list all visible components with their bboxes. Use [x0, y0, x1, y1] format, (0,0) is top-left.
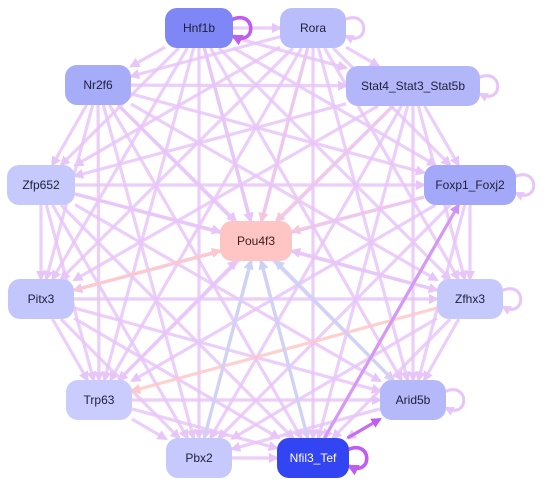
- edge-Pbx2-to-Pou4f3: [202, 259, 254, 439]
- edge-Trp63-to-Nfil3_Tef: [131, 407, 279, 452]
- edge-Pitx3-to-Trp63: [51, 318, 89, 382]
- node-box: [346, 66, 480, 106]
- node-Trp63[interactable]: Trp63: [66, 380, 132, 420]
- edge-Foxp1_Foxj2-to-Trp63: [130, 203, 437, 383]
- node-label: Rora: [300, 21, 326, 35]
- node-box: [437, 279, 503, 319]
- node-box: [8, 279, 74, 319]
- node-Arid5b[interactable]: Arid5b: [380, 380, 446, 420]
- node-label: Trp63: [84, 393, 115, 407]
- self-loop-Hnf1b: [230, 16, 253, 46]
- node-label: Stat4_Stat3_Stat5b: [361, 79, 465, 93]
- edge-Nr2f6-to-Foxp1_Foxj2: [130, 92, 426, 176]
- node-label: Pitx3: [28, 292, 55, 306]
- edge-Nr2f6-to-Zfp652: [51, 104, 88, 167]
- node-box: [280, 8, 346, 48]
- node-Zfhx3[interactable]: Zfhx3: [437, 279, 503, 319]
- edge-Zfhx3-to-Pbx2: [230, 316, 438, 441]
- node-Zfp652[interactable]: Zfp652: [7, 165, 75, 205]
- node-box: [7, 165, 75, 205]
- node-Rora[interactable]: Rora: [280, 8, 346, 48]
- node-box: [220, 221, 292, 261]
- node-Foxp1_Foxj2[interactable]: Foxp1_Foxj2: [424, 165, 516, 205]
- edge-Nfil3_Tef-to-Arid5b: [346, 417, 382, 440]
- edge-Stat4_Stat3_Stat5b-to-Pitx3: [72, 104, 379, 282]
- node-label: Foxp1_Foxj2: [435, 178, 505, 192]
- edge-Nfil3_Tef-to-Pou4f3: [258, 259, 310, 439]
- self-loop-Stat4_Stat3_Stat5b: [477, 74, 500, 102]
- edge-Stat4_Stat3_Stat5b-to-Pbx2: [209, 105, 403, 440]
- node-Hnf1b[interactable]: Hnf1b: [165, 8, 233, 48]
- node-Pbx2[interactable]: Pbx2: [166, 438, 232, 478]
- node-Pou4f3[interactable]: Pou4f3: [220, 221, 292, 261]
- edge-Nfil3_Tef-to-Foxp1_Foxj2: [323, 203, 460, 439]
- node-box: [380, 380, 446, 420]
- edge-Nr2f6-to-Zfhx3: [130, 102, 439, 282]
- edge-Rora-to-Stat4_Stat3_Stat5b: [345, 45, 381, 68]
- edge-Hnf1b-to-Nr2f6: [129, 45, 166, 68]
- self-loop-Rora: [343, 16, 366, 44]
- edge-Hnf1b-to-Pou4f3: [202, 47, 254, 223]
- node-label: Nr2f6: [83, 78, 113, 92]
- node-Nfil3_Tef[interactable]: Nfil3_Tef: [277, 438, 349, 478]
- self-loops-layer: [230, 16, 536, 476]
- self-loop-Nfil3_Tef: [346, 446, 369, 476]
- self-loop-Zfhx3: [500, 287, 523, 315]
- self-loop-Arid5b: [443, 388, 466, 416]
- edge-Trp63-to-Pbx2: [131, 417, 168, 441]
- edge-Zfp652-to-Arid5b: [74, 203, 382, 383]
- node-box: [424, 165, 516, 205]
- node-Stat4_Stat3_Stat5b[interactable]: Stat4_Stat3_Stat5b: [346, 66, 480, 106]
- node-box: [277, 438, 349, 478]
- edge-Nr2f6-to-Nfil3_Tef: [108, 104, 303, 440]
- node-box: [165, 8, 233, 48]
- node-label: Pbx2: [185, 451, 213, 465]
- edge-Arid5b-to-Pou4f3: [274, 259, 395, 382]
- node-label: Zfhx3: [455, 292, 485, 306]
- edge-Stat4_Stat3_Stat5b-to-Zfp652: [73, 102, 347, 179]
- node-label: Nfil3_Tef: [290, 451, 337, 465]
- node-Nr2f6[interactable]: Nr2f6: [65, 65, 131, 105]
- edge-Stat4_Stat3_Stat5b-to-Foxp1_Foxj2: [423, 105, 460, 167]
- node-label: Hnf1b: [183, 21, 215, 35]
- self-loop-Foxp1_Foxj2: [513, 173, 536, 201]
- edge-Nr2f6-to-Stat4_Stat3_Stat5b: [130, 80, 349, 91]
- node-label: Arid5b: [396, 393, 431, 407]
- node-box: [65, 65, 131, 105]
- node-box: [66, 380, 132, 420]
- node-label: Pou4f3: [237, 234, 275, 248]
- edge-Rora-to-Trp63: [109, 47, 303, 382]
- node-Pitx3[interactable]: Pitx3: [8, 279, 74, 319]
- edge-Zfhx3-to-Arid5b: [422, 318, 461, 382]
- node-label: Zfp652: [22, 178, 60, 192]
- node-box: [166, 438, 232, 478]
- edge-Pitx3-to-Pou4f3: [73, 247, 222, 292]
- edge-Trp63-to-Pou4f3: [117, 259, 238, 382]
